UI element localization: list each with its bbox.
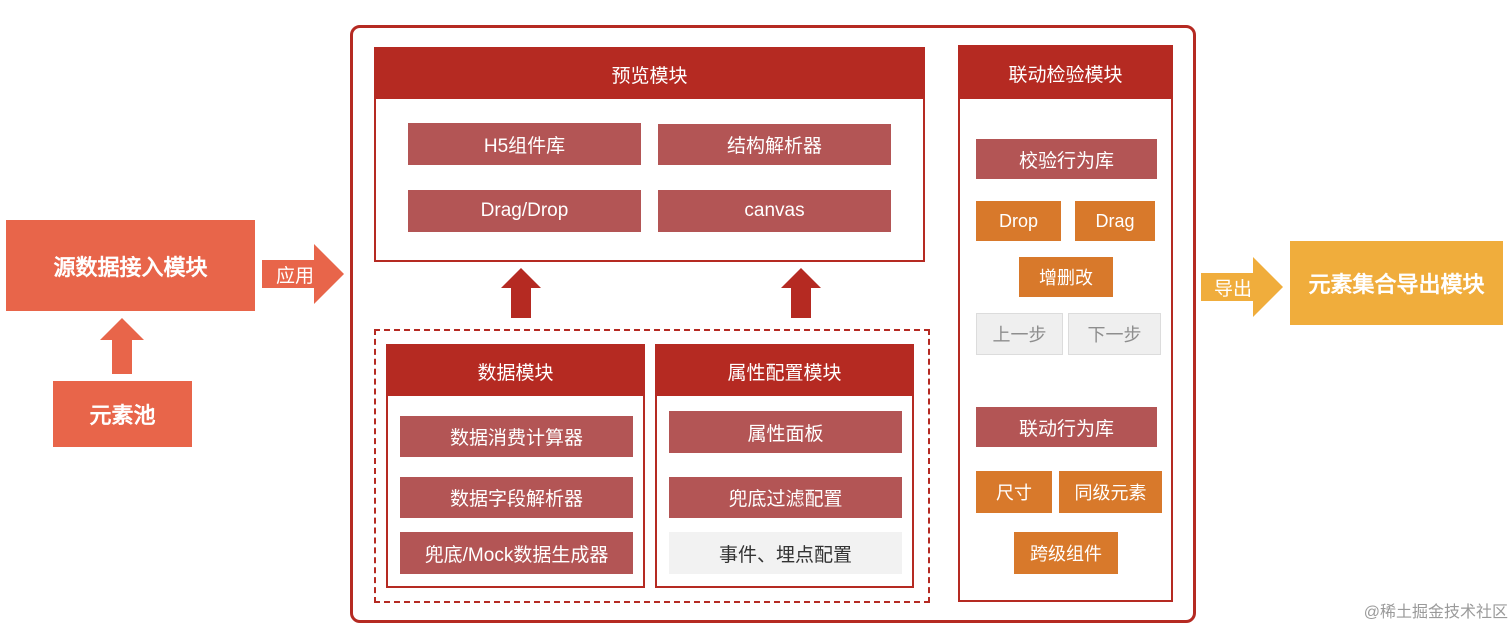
element-collection-export-module-label: 元素集合导出模块 [1308, 272, 1485, 297]
drop-behavior-label: Drop [998, 210, 1038, 231]
fallback-filter-config-label: 兜底过滤配置 [728, 489, 843, 510]
export-label-text: 导出 [1213, 278, 1252, 300]
apply-label-text: 应用 [275, 265, 314, 287]
element-collection-export-module: 元素集合导出模块 [1290, 241, 1503, 325]
data-module-header: 数据模块 [388, 346, 643, 396]
property-panel: 属性面板 [669, 411, 902, 453]
canvas-item-label: canvas [744, 200, 805, 221]
sibling-element-linkage-label: 同级元素 [1074, 483, 1147, 503]
property-panel-label: 属性面板 [747, 423, 824, 445]
data-to-preview-arrow-icon [501, 268, 541, 318]
preview-module: 预览模块 H5组件库 结构解析器 Drag/Drop canvas [374, 47, 925, 262]
data-consumption-calculator-label: 数据消费计算器 [449, 428, 583, 449]
drag-drop: Drag/Drop [408, 190, 641, 232]
validation-behavior-library: 校验行为库 [976, 139, 1157, 179]
canvas-item: canvas [658, 190, 891, 232]
preview-module-header: 预览模块 [376, 49, 923, 99]
pool-to-source-arrow-icon [100, 318, 144, 374]
redo-step: 下一步 [1068, 313, 1161, 355]
structure-parser-label: 结构解析器 [726, 136, 822, 157]
h5-component-library: H5组件库 [408, 123, 641, 165]
cross-level-linkage-label: 跨级组件 [1030, 544, 1102, 564]
data-field-parser-label: 数据字段解析器 [449, 489, 583, 510]
preview-module-title: 预览模块 [611, 65, 688, 87]
size-linkage: 尺寸 [976, 471, 1052, 513]
h5-component-library-label: H5组件库 [483, 135, 566, 157]
linkage-validation-module-title: 联动检验模块 [1008, 64, 1123, 86]
config-modules-group [374, 329, 930, 603]
undo-step: 上一步 [976, 313, 1063, 355]
property-config-module-title: 属性配置模块 [727, 362, 842, 384]
crud-behavior: 增删改 [1019, 257, 1113, 297]
property-config-module-header: 属性配置模块 [657, 346, 912, 396]
structure-parser: 结构解析器 [658, 124, 891, 165]
element-pool-label: 元素池 [89, 403, 156, 428]
data-module: 数据模块 数据消费计算器 数据字段解析器 兜底/Mock数据生成器 [386, 344, 645, 588]
fallback-filter-config: 兜底过滤配置 [669, 477, 902, 518]
sibling-element-linkage: 同级元素 [1059, 471, 1162, 513]
source-data-module: 源数据接入模块 [6, 220, 255, 311]
watermark-text: @稀土掘金技术社区 [1363, 604, 1508, 621]
data-module-title: 数据模块 [477, 362, 554, 384]
fallback-mock-generator-label: 兜底/Mock数据生成器 [424, 544, 609, 566]
property-to-preview-arrow-icon [781, 268, 821, 318]
drop-behavior: Drop [976, 201, 1061, 241]
size-linkage-label: 尺寸 [996, 483, 1032, 503]
linkage-behavior-library: 联动行为库 [976, 407, 1157, 447]
drag-drop-label: Drag/Drop [480, 200, 569, 221]
data-field-parser: 数据字段解析器 [400, 477, 633, 518]
property-config-module: 属性配置模块 属性面板 兜底过滤配置 事件、埋点配置 [655, 344, 914, 588]
source-data-module-label: 源数据接入模块 [53, 254, 208, 280]
element-pool: 元素池 [53, 381, 192, 447]
drag-behavior: Drag [1075, 201, 1155, 241]
redo-step-label: 下一步 [1087, 325, 1142, 345]
crud-behavior-label: 增删改 [1039, 268, 1093, 288]
linkage-validation-module: 联动检验模块 校验行为库 Drop Drag 增删改 上一步 下一步 联动行为库… [958, 45, 1173, 602]
event-tracking-config-label: 事件、埋点配置 [718, 544, 852, 566]
drag-behavior-label: Drag [1095, 210, 1135, 231]
export-arrow-icon [1201, 257, 1283, 317]
linkage-validation-module-header: 联动检验模块 [960, 47, 1171, 99]
apply-label: 应用 [262, 260, 328, 288]
validation-behavior-library-label: 校验行为库 [1018, 150, 1114, 172]
cross-level-linkage: 跨级组件 [1014, 532, 1118, 574]
data-consumption-calculator: 数据消费计算器 [400, 416, 633, 457]
fallback-mock-generator: 兜底/Mock数据生成器 [400, 532, 633, 574]
undo-step-label: 上一步 [992, 325, 1047, 345]
linkage-behavior-library-label: 联动行为库 [1018, 418, 1114, 440]
apply-arrow-icon [262, 244, 344, 304]
export-label: 导出 [1201, 273, 1265, 301]
editor-core-frame [350, 25, 1196, 623]
watermark: @稀土掘金技术社区 [1328, 598, 1508, 622]
event-tracking-config: 事件、埋点配置 [669, 532, 902, 574]
